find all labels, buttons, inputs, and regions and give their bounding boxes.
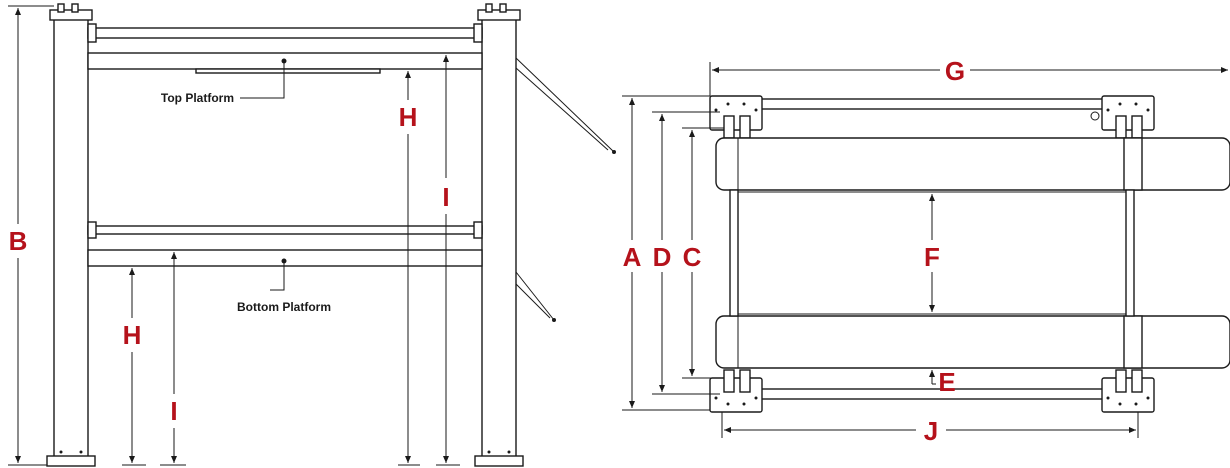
- dimension-d: [652, 111, 720, 395]
- top-crossbeam: [721, 98, 1149, 110]
- dimension-b: [8, 5, 54, 466]
- bottom-crossbeam: [721, 388, 1149, 400]
- runway-top: [715, 137, 1230, 191]
- dimension-h-top-label: H: [399, 102, 418, 132]
- dimension-e: [929, 370, 936, 385]
- dimension-h-bottom-label: H: [123, 320, 142, 350]
- dimension-d-label: D: [653, 242, 672, 272]
- dimension-g: [709, 62, 1228, 96]
- ramp-lower: [515, 271, 556, 322]
- dimension-j-label: J: [924, 416, 938, 446]
- dimension-g-label: G: [945, 56, 965, 86]
- top-platform: [87, 23, 483, 74]
- post-top-left: [709, 95, 763, 139]
- dimension-c-label: C: [683, 242, 702, 272]
- dimension-e-label: E: [938, 367, 955, 397]
- ramp-upper: [515, 57, 616, 154]
- runway-bottom: [715, 315, 1230, 369]
- dimension-c: [682, 127, 724, 379]
- dimension-i-top-label: I: [442, 182, 449, 212]
- dimension-h-bottom: [122, 268, 146, 466]
- dimension-i-top: [436, 52, 482, 466]
- post-top-right: [1090, 95, 1155, 139]
- top-platform-label: Top Platform: [161, 91, 234, 105]
- cross-member-right: [1125, 189, 1135, 317]
- post-bottom-left: [709, 369, 763, 413]
- dimension-b-label: B: [9, 226, 28, 256]
- top-view: A D C F E G J: [622, 56, 1230, 446]
- left-post: [46, 3, 96, 467]
- post-bottom-right: [1101, 369, 1155, 413]
- dimension-h-top: [398, 68, 482, 466]
- cross-member-left: [729, 189, 739, 317]
- side-view: Top Platform Bottom Platform B H I H I: [8, 3, 616, 467]
- dimension-i-bottom: [160, 252, 186, 466]
- dimension-j: [721, 412, 1139, 438]
- dimension-f-label: F: [924, 242, 940, 272]
- dimension-a-label: A: [623, 242, 642, 272]
- bottom-platform: [87, 221, 483, 267]
- dimension-a: [622, 95, 710, 411]
- bottom-platform-label: Bottom Platform: [237, 300, 331, 314]
- dimension-i-bottom-label: I: [170, 396, 177, 426]
